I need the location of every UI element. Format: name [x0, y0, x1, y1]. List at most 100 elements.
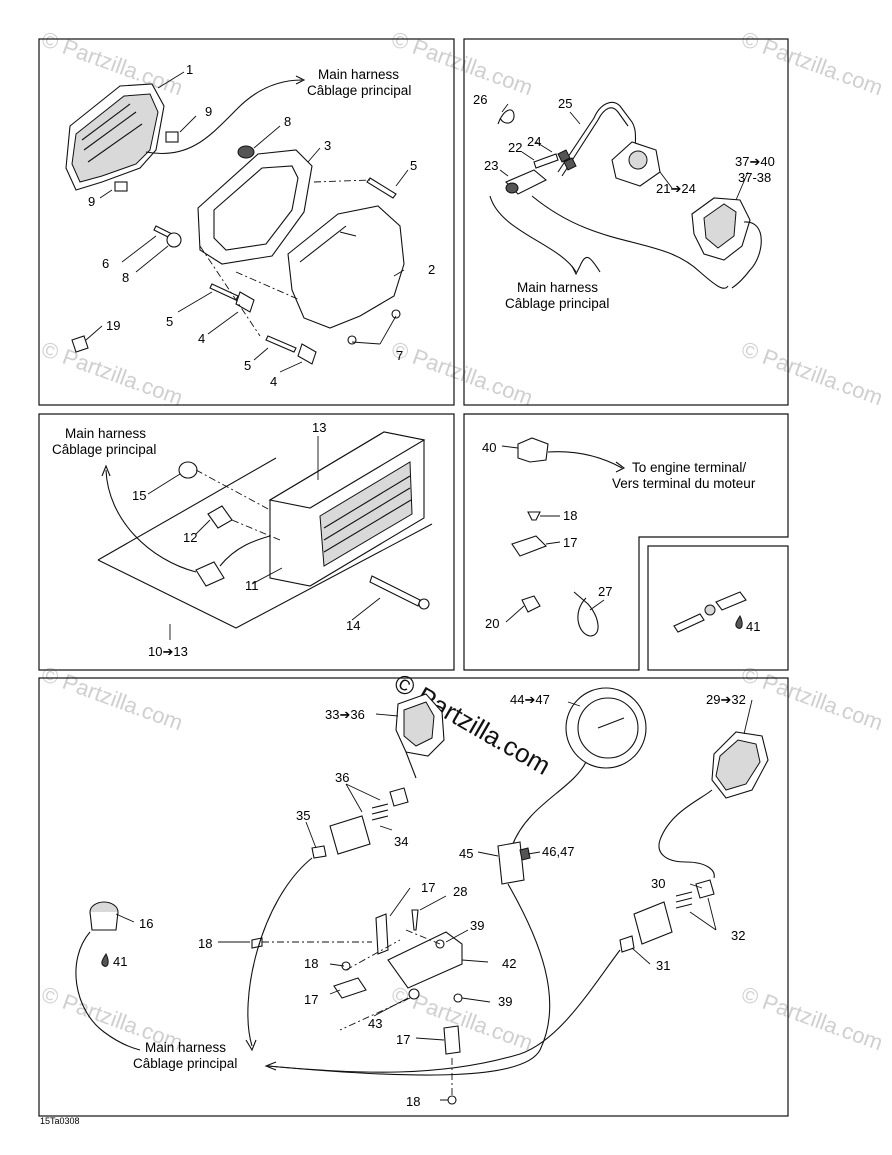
label-32: 32 — [731, 928, 745, 943]
label-1: 1 — [186, 62, 193, 77]
harness-wire-b — [531, 195, 729, 289]
bulb-12 — [207, 505, 233, 529]
label-45: 45 — [459, 846, 473, 861]
panel-connector — [647, 545, 789, 671]
label-29-32: 29➔32 — [706, 692, 746, 707]
panel1-labels: 1 9 9 8 3 5 2 6 8 5 4 5 4 7 19 Main harn… — [88, 62, 435, 389]
seal-31 — [619, 935, 635, 953]
label-22: 22 — [508, 140, 522, 155]
mounting-plane — [97, 457, 433, 629]
watermark: © Partzilla.com — [38, 336, 186, 410]
label-34: 34 — [394, 834, 408, 849]
ignition-assembly — [489, 101, 762, 289]
label-33-36: 33➔36 — [325, 707, 365, 722]
label-5: 5 — [244, 358, 251, 373]
connector-pin-b — [715, 591, 747, 611]
label-24: 24 — [527, 134, 541, 149]
grease-drop-41 — [735, 615, 743, 629]
watermark: © Partzilla.com — [738, 981, 886, 1055]
grommet-8 — [237, 145, 255, 159]
taillight-assembly — [97, 431, 433, 640]
label-27: 27 — [598, 584, 612, 599]
screw-7-a — [391, 309, 401, 319]
label-35: 35 — [296, 808, 310, 823]
panel-headlight — [38, 38, 455, 406]
watermark: © Partzilla.com — [738, 336, 886, 410]
nut-39-lower — [453, 993, 463, 1003]
harness-wire-f — [267, 949, 621, 1073]
clip-17-upper — [375, 913, 389, 955]
label-6: 6 — [102, 256, 109, 271]
screw-18-mid — [251, 937, 263, 949]
terminal-40 — [517, 437, 549, 463]
engine-terminal-fr: Vers terminal du moteur — [612, 476, 756, 491]
label-39: 39 — [498, 994, 512, 1009]
washer-8 — [166, 232, 182, 248]
main-harness-fr: Câblage principal — [307, 83, 411, 98]
label-13: 13 — [312, 420, 326, 435]
label-31: 31 — [656, 958, 670, 973]
bracket-17-left — [333, 977, 367, 999]
connector-45 — [497, 841, 525, 885]
main-harness-fr: Câblage principal — [52, 442, 156, 457]
label-37-40: 37➔40 — [735, 154, 775, 169]
connector-36 — [329, 815, 371, 855]
harness-wire-e — [267, 883, 551, 1076]
label-39: 39 — [470, 918, 484, 933]
taillight-face — [268, 431, 426, 509]
label-25: 25 — [558, 96, 572, 111]
screw-14 — [369, 575, 421, 607]
label-36: 36 — [335, 770, 349, 785]
screw-5-low — [265, 335, 297, 353]
knob-4-upper — [235, 291, 255, 313]
clip-26 — [497, 109, 515, 125]
terminal-22 — [533, 153, 559, 169]
label-21-24: 21➔24 — [656, 181, 696, 196]
gauge-wire — [511, 761, 587, 847]
watermark: © Partzilla.com — [738, 26, 886, 100]
label-37-38: 37-38 — [738, 170, 771, 185]
label-44-47: 44➔47 — [510, 692, 550, 707]
label-18: 18 — [198, 936, 212, 951]
engine-terminal-en: To engine terminal/ — [632, 460, 746, 475]
clip-9-upper — [165, 131, 179, 143]
harness-wire-d — [75, 931, 141, 1051]
main-harness-fr: Câblage principal — [505, 296, 609, 311]
label-43: 43 — [368, 1016, 382, 1031]
screw-18 — [527, 511, 541, 521]
label-17: 17 — [304, 992, 318, 1007]
connector-pin-a — [673, 613, 705, 633]
label-16: 16 — [139, 916, 153, 931]
label-40: 40 — [482, 440, 496, 455]
screw-5-top — [366, 177, 397, 199]
label-17: 17 — [396, 1032, 410, 1047]
harness-arrow-3 — [105, 469, 197, 573]
label-8: 8 — [122, 270, 129, 285]
headlamp-frame-opening — [213, 165, 299, 251]
connector-assembly — [673, 591, 747, 633]
main-harness-en: Main harness — [65, 426, 146, 441]
harness-wire-a — [489, 195, 577, 273]
watermark: © Partzilla.com — [738, 661, 886, 735]
terminal-24 — [557, 149, 571, 163]
figure-code: 15Ta0308 — [40, 1116, 80, 1126]
label-9: 9 — [205, 104, 212, 119]
bolt-20 — [521, 595, 541, 613]
label-7: 7 — [396, 348, 403, 363]
ignition-key-face — [628, 150, 648, 170]
main-harness-en: Main harness — [145, 1040, 226, 1055]
label-8: 8 — [284, 114, 291, 129]
label-9: 9 — [88, 194, 95, 209]
label-19: 19 — [106, 318, 120, 333]
nut-15 — [178, 461, 198, 479]
harness-wire-c — [247, 857, 313, 1047]
knob-4-lower — [297, 343, 317, 365]
label-10-13: 10➔13 — [148, 644, 188, 659]
label-18: 18 — [406, 1094, 420, 1109]
label-18: 18 — [563, 508, 577, 523]
main-harness-en: Main harness — [517, 280, 598, 295]
bracket-17 — [511, 535, 547, 557]
label-41: 41 — [746, 619, 760, 634]
label-26: 26 — [473, 92, 487, 107]
